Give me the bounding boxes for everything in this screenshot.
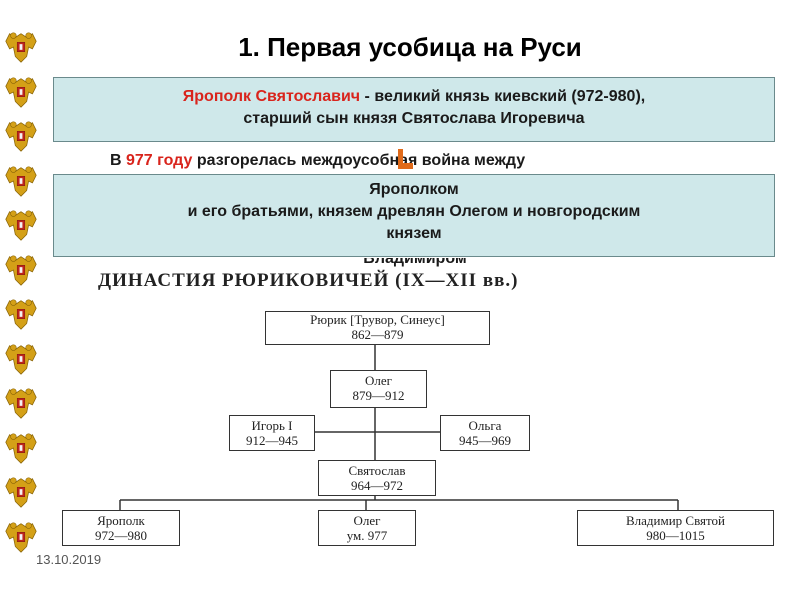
node-years: 879—912 <box>352 388 405 403</box>
sentence-prefix: В <box>110 152 126 169</box>
yaropolk-info-box: Ярополк Святославич - великий князь киев… <box>53 77 775 142</box>
node-years: 964—972 <box>351 478 403 493</box>
node-name: Рюрик [Трувор, Синеус] <box>310 312 445 327</box>
overflow-text: Владимиром <box>330 258 500 267</box>
slide-title: 1. Первая усобица на Руси <box>238 32 582 62</box>
node-name: Владимир Святой <box>625 513 726 528</box>
brothers-line-2: и его братьями, князем древлян Олегом и … <box>187 203 641 220</box>
info-line-1: Ярополк Святославич - великий князь киев… <box>54 86 774 108</box>
node-name: Олег <box>353 513 381 528</box>
brothers-line-1: Ярополком <box>369 181 459 198</box>
info-line-2: старший сын князя Святослава Игоревича <box>243 110 585 127</box>
russian-coat-of-arms-icon <box>2 117 40 155</box>
brothers-line-3: князем <box>386 225 442 242</box>
node-name: Игорь I <box>251 418 293 433</box>
node-name: Ярополк <box>97 513 145 528</box>
node-years: 980—1015 <box>646 528 705 543</box>
node-rurik: Рюрик [Трувор, Синеус] 862—879 <box>265 311 490 345</box>
russian-coat-of-arms-icon <box>2 384 40 422</box>
node-name: Олег <box>365 373 392 388</box>
overflow-word: Владимиром <box>363 258 467 267</box>
yaropolk-name: Ярополк Святославич <box>182 88 361 105</box>
node-name: Святослав <box>348 463 406 478</box>
node-years: 972—980 <box>95 528 147 543</box>
node-years: 945—969 <box>459 433 511 448</box>
node-svyatoslav: Святослав 964—972 <box>318 460 436 496</box>
russian-coat-of-arms-icon <box>2 73 40 111</box>
yaropolk-title: - великий князь киевский (972-980), <box>360 88 646 105</box>
russian-coat-of-arms-icon <box>2 28 40 66</box>
node-yaropolk: Ярополк 972—980 <box>62 510 180 546</box>
node-vladimir: Владимир Святой 980—1015 <box>577 510 774 546</box>
russian-coat-of-arms-icon <box>2 518 40 556</box>
orange-marker-icon <box>398 149 413 169</box>
brothers-info-box: Ярополком и его братьями, князем древлян… <box>53 174 775 257</box>
node-name: Ольга <box>468 418 502 433</box>
sentence-rest: разгорелась междоусобная война между <box>192 152 526 169</box>
russian-coat-of-arms-icon <box>2 206 40 244</box>
russian-coat-of-arms-icon <box>2 251 40 289</box>
russian-coat-of-arms-icon <box>2 295 40 333</box>
russian-coat-of-arms-icon <box>2 340 40 378</box>
russian-coat-of-arms-icon <box>2 162 40 200</box>
dynasty-heading: ДИНАСТИЯ РЮРИКОВИЧЕЙ (IX—XII вв.) <box>98 270 519 291</box>
slide-date: 13.10.2019 <box>36 552 102 567</box>
node-years: 912—945 <box>246 433 298 448</box>
war-sentence: В 977 году разгорелась междоусобная войн… <box>110 152 710 170</box>
node-oleg: Олег 879—912 <box>330 370 427 408</box>
russian-coat-of-arms-icon <box>2 429 40 467</box>
node-olga: Ольга 945—969 <box>440 415 530 451</box>
node-years: ум. 977 <box>346 528 388 543</box>
war-year: 977 году <box>126 152 193 169</box>
node-oleg-drevlyan: Олег ум. 977 <box>318 510 416 546</box>
node-igor: Игорь I 912—945 <box>229 415 315 451</box>
russian-coat-of-arms-icon <box>2 473 40 511</box>
node-years: 862—879 <box>351 327 404 342</box>
